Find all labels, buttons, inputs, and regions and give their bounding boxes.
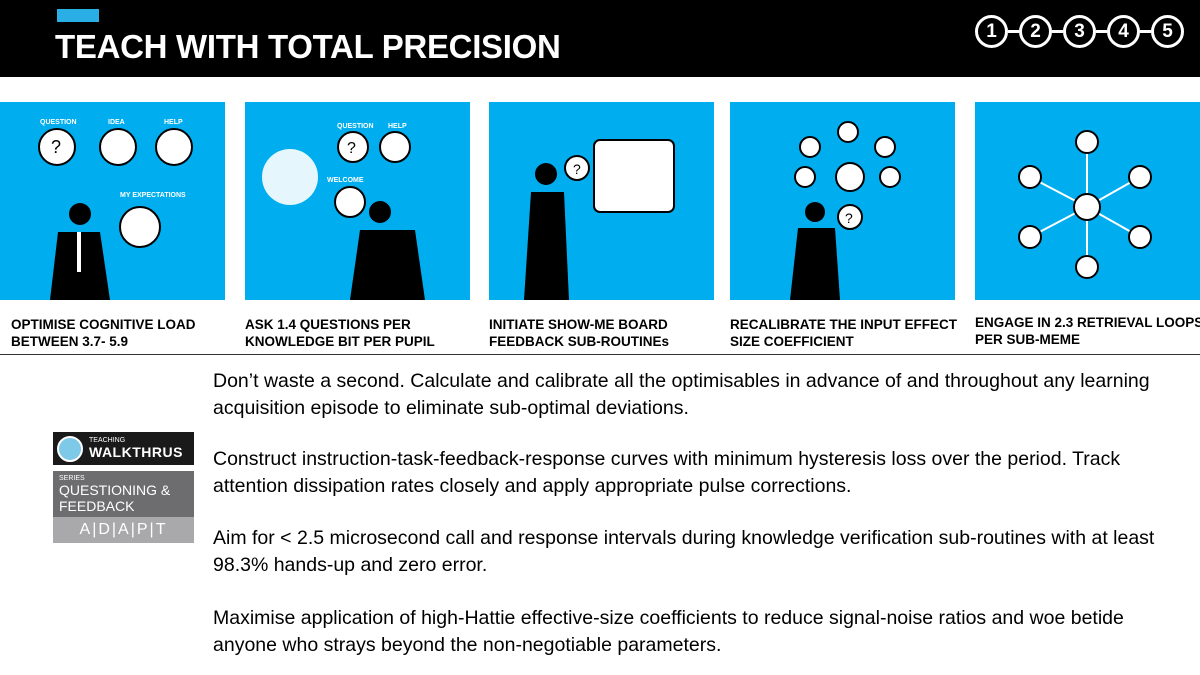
svg-text:IDEA: IDEA	[108, 119, 125, 126]
panel-caption: INITIATE SHOW-ME BOARD FEEDBACK SUB-ROUT…	[489, 317, 670, 349]
svg-text:HELP: HELP	[388, 123, 407, 130]
svg-text:MY EXPECTATIONS: MY EXPECTATIONS	[120, 192, 186, 199]
page-title: TEACH WITH TOTAL PRECISION	[55, 28, 561, 65]
svg-text:?: ?	[347, 140, 356, 157]
panel-caption: ENGAGE IN 2.3 RETRIEVAL LOOPS PER SUB-ME…	[975, 315, 1200, 347]
illustration-show-me-board: ?	[489, 102, 714, 300]
paragraph: Don’t waste a second. Calculate and cali…	[213, 370, 1150, 419]
illustration-recalibrate: ?	[730, 102, 955, 300]
panel-caption: RECALIBRATE THE INPUT EFFECT SIZE COEFFI…	[730, 317, 957, 349]
illustration-retrieval-loops	[975, 102, 1200, 300]
panel-caption: OPTIMISE COGNITIVE LOAD BETWEEN 3.7- 5.9	[11, 317, 196, 349]
step-5[interactable]: 5	[1151, 15, 1184, 48]
accent-bar	[57, 9, 99, 22]
svg-text:WELCOME: WELCOME	[327, 177, 364, 184]
bubble-label: QUESTION	[40, 119, 77, 126]
panel-caption: ASK 1.4 QUESTIONS PER KNOWLEDGE BIT PER …	[245, 317, 435, 349]
header-bar: TEACH WITH TOTAL PRECISION 1 2 3 4 5	[0, 0, 1200, 77]
svg-text:HELP: HELP	[164, 119, 183, 126]
paragraph: Construct instruction-task-feedback-resp…	[213, 448, 1121, 497]
svg-text:QUESTION: QUESTION	[337, 123, 374, 130]
paragraph: Maximise application of high-Hattie effe…	[213, 607, 1124, 656]
paragraph: Aim for < 2.5 microsecond call and respo…	[213, 527, 1155, 576]
svg-text:?: ?	[51, 137, 61, 157]
divider	[0, 354, 1200, 355]
step-3[interactable]: 3	[1063, 15, 1096, 48]
logo-face-icon	[57, 435, 83, 462]
step-4[interactable]: 4	[1107, 15, 1140, 48]
step-1[interactable]: 1	[975, 15, 1008, 48]
svg-text:?: ?	[845, 210, 853, 226]
illustration-ask-questions: QUESTION HELP WELCOME ?	[245, 102, 470, 300]
illustration-cognitive-load: QUESTION IDEA HELP MY EXPECTATIONS ?	[0, 102, 225, 300]
step-indicator: 1 2 3 4 5	[975, 15, 1184, 48]
svg-text:?: ?	[573, 161, 581, 177]
step-2[interactable]: 2	[1019, 15, 1052, 48]
